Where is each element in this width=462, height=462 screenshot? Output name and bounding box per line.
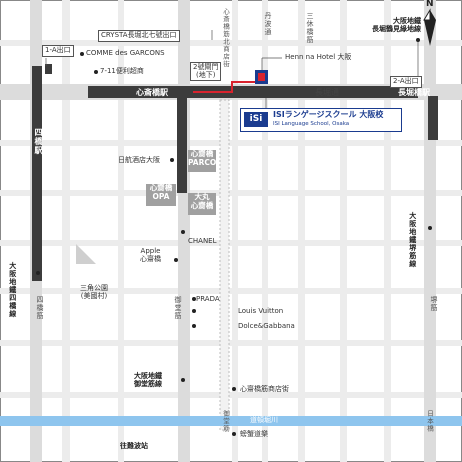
daimaru-line2: 心齋橋 (190, 200, 214, 210)
street-nagahori: 長堀通 (315, 88, 339, 97)
dot-apple (174, 258, 178, 262)
school-callout: iSi ISIランゲージスクール 大阪校 ISI Language School… (240, 108, 402, 132)
landmark-dotonbori-river: 道頓堀川 (250, 416, 278, 424)
arcade-street (219, 99, 230, 431)
line-yotsubashi: 大阪地鐵四橋線 (8, 262, 17, 318)
street-nihonbashi: 日本橋 (425, 410, 434, 433)
street-shinsaibashi-suji-north: 心斎橋筋北商店街 (221, 8, 230, 68)
dot-lv (192, 309, 196, 313)
exit-2a: 2-A出口 (390, 76, 422, 88)
dot-comme (80, 52, 84, 56)
park-shape (76, 244, 96, 264)
landmark-shinsaibashi-shotengai: 心齋橋筋商店街 (240, 385, 289, 393)
landmark-comme-des-garcons: COMME des GARCONS (86, 49, 165, 57)
school-marker-inner (258, 73, 265, 81)
street-yumaru: 丹波通 (264, 12, 272, 36)
landmark-dolce-gabbana: Dolce&Gabbana (238, 322, 295, 330)
dot-shotengai (232, 387, 236, 391)
landmark-parco: 心齋橋 PARCO (188, 149, 217, 172)
sankaku-line1: 三角公園 (80, 284, 108, 292)
leader-lines (45, 30, 419, 110)
station-yotsubashi: 四橋駅 (34, 128, 43, 155)
exit-2-gate: 2號閘門 (地下) (190, 62, 222, 82)
landmark-opa: 心齋橋 OPA (146, 183, 176, 206)
station-nagahoribashi: 長堀橋駅 (398, 88, 430, 97)
line-nagahori-tsurumi-2: 長堀鶴見綠地線 (372, 24, 421, 33)
line-midosuji-2: 御堂筋線 (134, 379, 162, 388)
dot-shochiku (232, 432, 236, 436)
dot-yotsubashi (36, 271, 40, 275)
opa-line2: OPA (152, 191, 170, 201)
north-arrow-icon (423, 8, 436, 46)
landmark-shochiku: 螃蟹道樂 (240, 430, 268, 438)
dot-dg (192, 324, 196, 328)
school-name: ISIランゲージスクール 大阪校 (273, 110, 384, 119)
landmark-sankaku-koen: 三角公園 (美國村) (80, 284, 108, 300)
line-yotsubashi-2: 地鐵 (8, 278, 17, 294)
dot-chanel (181, 230, 185, 234)
landmark-apple: Apple 心齋橋 (140, 247, 161, 263)
parco-line2: PARCO (188, 157, 217, 167)
line-nagahori-tsurumi: 大阪地鐵 長堀鶴見綠地線 (372, 17, 421, 33)
street-mido-suji-bottom: 御堂筋 (221, 410, 230, 433)
line-yotsubashi-5: 線 (8, 310, 17, 318)
street-yotsubashi-suji: 四橋筋 (36, 296, 44, 320)
landmark-daimaru: 大丸 心齋橋 (188, 192, 216, 215)
apple-line1: Apple (140, 247, 161, 255)
landmark-louis-vuitton: Louis Vuitton (238, 307, 284, 315)
dot-prada (192, 297, 196, 301)
exit-2-line2: (地下) (196, 70, 216, 79)
landmark-chanel: CHANEL (188, 237, 217, 245)
landmark-prada: PRADA (196, 295, 220, 303)
dot-sakaisuji (428, 226, 432, 230)
line-yotsubashi-4: 橋 (8, 302, 17, 310)
line-sakaisuji: 大阪地鐵堺筋線 (408, 212, 417, 268)
landmark-seven-eleven: 7-11便利超商 (100, 67, 144, 75)
dot-nikko (170, 158, 174, 162)
line-yotsubashi-3: 四 (8, 294, 17, 302)
street-sakai-suji: 堺筋 (430, 296, 438, 312)
station-bars (32, 64, 438, 281)
apple-line2: 心齋橋 (140, 254, 161, 263)
landmark-henn-na-hotel: Henn na Hotel 大阪 (285, 53, 352, 61)
line-yotsubashi-1: 大阪 (8, 262, 17, 278)
school-name-en: ISI Language School, Osaka (273, 121, 350, 127)
exit-2-line1: 2號閘門 (193, 63, 219, 71)
school-logo: iSi (244, 112, 268, 127)
landmark-nikko: 日航酒店大阪 (118, 156, 160, 164)
line-sakaisuji-2: 堺筋線 (408, 244, 417, 268)
street-mitsuyama: 三休橋筋 (306, 12, 314, 44)
station-shinsaibashi: 心斎橋駅 (136, 88, 168, 97)
dot-7eleven (94, 70, 98, 74)
street-mido-suji: 御堂筋 (174, 296, 182, 320)
line-midosuji: 大阪地鐵 御堂筋線 (134, 372, 162, 388)
opa-line1: 心齋橋 (149, 183, 173, 192)
line-nagahori-tsurumi-1: 大阪地鐵 (393, 17, 421, 25)
exit-crysta: CRYSTA長堀北七號出口 (98, 30, 180, 42)
line-midosuji-1: 大阪地鐵 (134, 372, 162, 380)
landmark-to-namba: 往難波站 (120, 442, 148, 450)
dot-midosuji (181, 378, 185, 382)
line-sakaisuji-1: 大阪地鐵 (408, 212, 417, 244)
sankaku-line2: (美國村) (80, 291, 108, 300)
dot-nagahori-tsurumi (416, 38, 420, 42)
parco-line1: 心齋橋 (190, 149, 214, 158)
daimaru-line1: 大丸 (194, 192, 210, 201)
exit-1a: 1-A出口 (42, 45, 74, 57)
river (0, 416, 462, 426)
north-label: N (426, 0, 434, 9)
